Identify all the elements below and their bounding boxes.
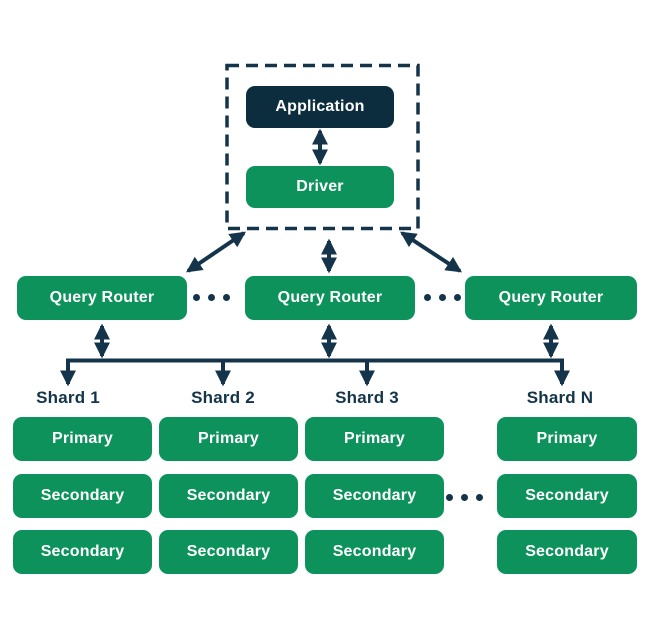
node-label: Secondary bbox=[332, 487, 417, 504]
query-router-label: Query Router bbox=[49, 289, 155, 306]
secondary-node: Secondary bbox=[13, 474, 152, 518]
query-router-node-1: Query Router bbox=[17, 276, 187, 320]
driver-label: Driver bbox=[296, 178, 344, 195]
ellipsis-icon bbox=[424, 294, 461, 301]
node-label: Primary bbox=[344, 430, 405, 447]
node-label: Secondary bbox=[525, 543, 609, 560]
shard-label-1: Shard 1 bbox=[36, 388, 100, 407]
primary-node: Primary bbox=[159, 417, 298, 461]
secondary-node: Secondary bbox=[159, 530, 298, 574]
cluster-to-left-router-arrow bbox=[186, 231, 246, 273]
query-router-label: Query Router bbox=[498, 289, 604, 306]
ellipsis-icon bbox=[193, 294, 230, 301]
application-node: Application bbox=[246, 86, 394, 128]
node-label: Primary bbox=[536, 430, 598, 447]
node-label: Secondary bbox=[186, 543, 271, 560]
secondary-node: Secondary bbox=[13, 530, 152, 574]
node-label: Secondary bbox=[186, 487, 271, 504]
node-label: Secondary bbox=[525, 487, 609, 504]
query-router-label: Query Router bbox=[277, 289, 383, 306]
secondary-node: Secondary bbox=[159, 474, 298, 518]
primary-node: Primary bbox=[497, 417, 637, 461]
secondary-node: Secondary bbox=[305, 530, 444, 574]
cluster-to-right-router-arrow bbox=[399, 231, 463, 273]
query-router-node-2: Query Router bbox=[245, 276, 415, 320]
secondary-node: Secondary bbox=[305, 474, 444, 518]
cluster-dashed-box bbox=[225, 63, 420, 231]
shard-label-n: Shard N bbox=[526, 388, 594, 407]
primary-node: Primary bbox=[13, 417, 152, 461]
node-label: Secondary bbox=[40, 487, 125, 504]
secondary-node: Secondary bbox=[497, 530, 637, 574]
node-label: Primary bbox=[198, 430, 259, 447]
shard-label-3: Shard 3 bbox=[335, 388, 399, 407]
driver-node: Driver bbox=[246, 166, 394, 208]
primary-node: Primary bbox=[305, 417, 444, 461]
ellipsis-icon bbox=[446, 494, 483, 501]
query-router-node-3: Query Router bbox=[465, 276, 637, 320]
node-label: Secondary bbox=[332, 543, 417, 560]
node-label: Secondary bbox=[40, 543, 125, 560]
node-label: Primary bbox=[52, 430, 113, 447]
secondary-node: Secondary bbox=[497, 474, 637, 518]
application-label: Application bbox=[275, 98, 365, 115]
shard-label-2: Shard 2 bbox=[191, 388, 255, 407]
